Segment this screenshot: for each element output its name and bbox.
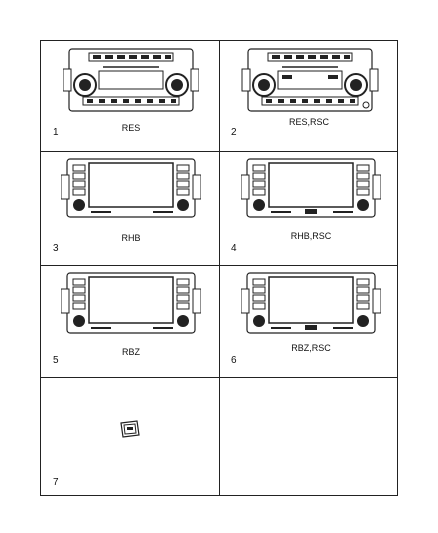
panel-caption: RHB: [121, 233, 141, 243]
usb-port-illustration: [120, 420, 140, 438]
panel-7: 7: [41, 377, 219, 497]
column-divider: [219, 41, 220, 495]
panel-number: 6: [231, 355, 237, 366]
panel-caption: RES: [121, 123, 141, 133]
panel-number: 2: [231, 127, 237, 138]
panel-caption: RHB,RSC: [290, 231, 332, 241]
radio-rhb-rsc-illustration: [241, 158, 381, 218]
panel-5: 5 RBZ: [41, 265, 219, 377]
panel-6: 6 RBZ,RSC: [219, 265, 399, 377]
radio-rhb-illustration: [61, 158, 201, 218]
panel-2: 2 RES,RSC: [219, 41, 399, 151]
panel-caption: RBZ: [122, 347, 140, 357]
panel-caption: RBZ,RSC: [291, 343, 331, 353]
panel-caption: RES,RSC: [288, 117, 329, 127]
parts-diagram-grid: 1 RES 2 RES,RSC: [40, 40, 398, 496]
panel-empty: [219, 377, 399, 497]
radio-res-illustration: [63, 48, 199, 112]
radio-res-rsc-illustration: [241, 48, 379, 112]
radio-rbz-illustration: [61, 272, 201, 334]
panel-number: 1: [53, 127, 59, 138]
panel-number: 4: [231, 243, 237, 254]
panel-1: 1 RES: [41, 41, 219, 151]
radio-rbz-rsc-illustration: [241, 272, 381, 334]
panel-number: 5: [53, 355, 59, 366]
panel-number: 3: [53, 243, 59, 254]
panel-4: 4 RHB,RSC: [219, 151, 399, 265]
panel-number: 7: [53, 477, 59, 488]
panel-3: 3 RHB: [41, 151, 219, 265]
